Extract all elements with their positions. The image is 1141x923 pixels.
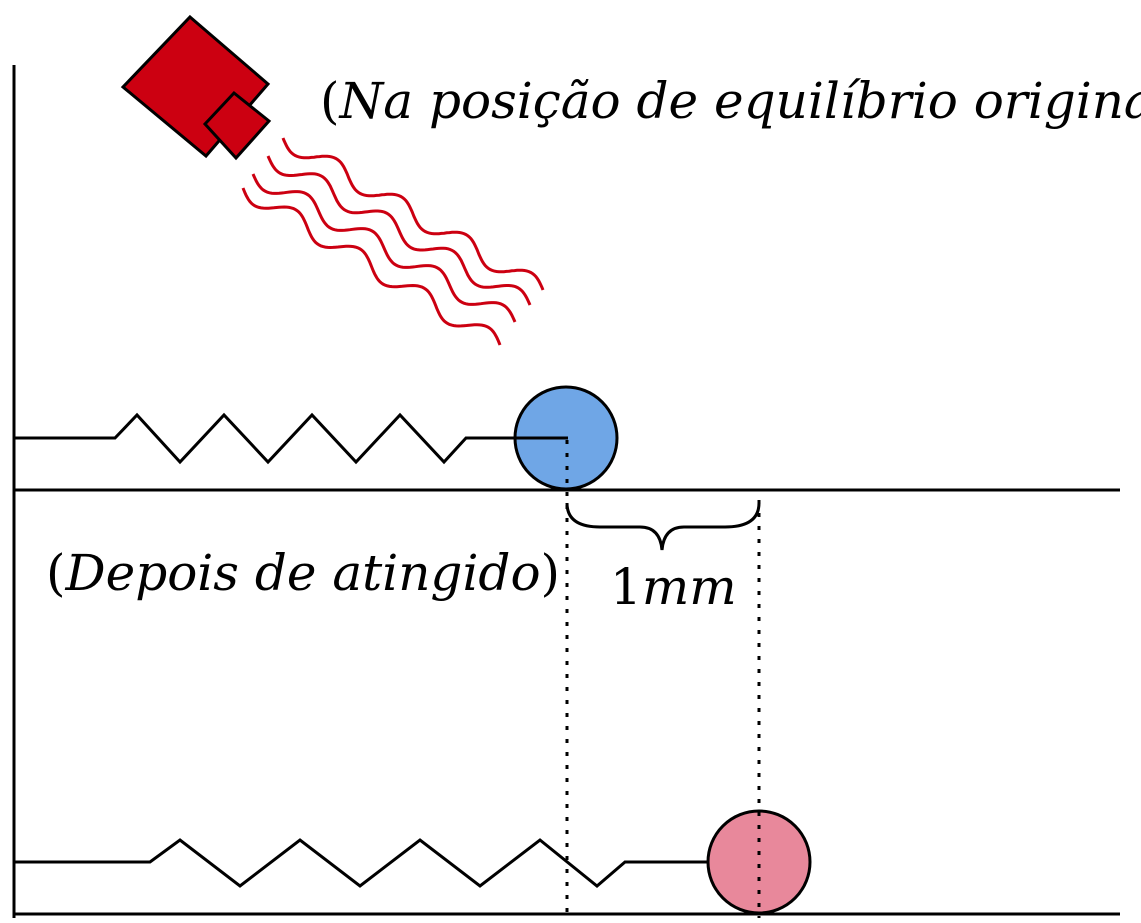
distance-number: 1	[610, 558, 642, 616]
distance-unit: mm	[642, 558, 737, 616]
laser-wave-2	[266, 155, 532, 306]
spring-displaced	[14, 838, 760, 888]
label-after-hit-open: (	[46, 544, 66, 602]
label-after-hit-close: )	[541, 544, 561, 602]
ball-displaced	[706, 809, 812, 915]
laser-source-icon	[120, 14, 272, 161]
label-after-hit-text: Depois de atingido	[65, 544, 541, 602]
label-after-hit: (Depois de atingido)	[46, 544, 560, 602]
label-equilibrium: (Na posição de equilíbrio original)	[320, 72, 1141, 130]
distance-label: 1mm	[610, 558, 737, 616]
distance-brace	[565, 502, 761, 551]
laser-wave-1	[281, 137, 545, 291]
laser-wave-4	[241, 187, 502, 346]
laser-beam	[241, 137, 545, 346]
laser-wave-3	[251, 173, 517, 323]
label-equilibrium-open: (	[320, 72, 340, 130]
spring-equilibrium	[14, 412, 568, 465]
label-equilibrium-text: Na posição de equilíbrio original	[339, 72, 1141, 130]
